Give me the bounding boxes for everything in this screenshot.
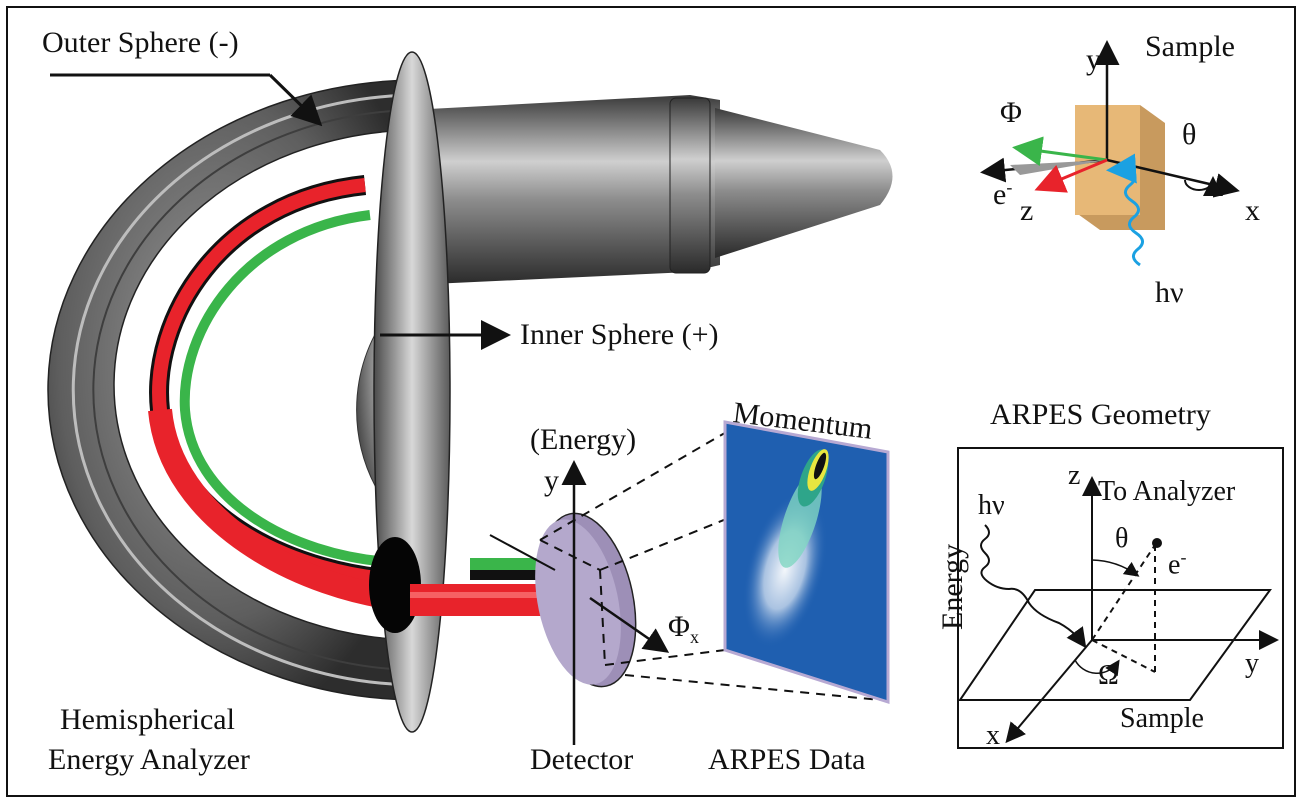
sample-phi-label: Φ <box>1000 96 1022 129</box>
electron-trajectories <box>148 175 600 633</box>
exit-slit <box>369 537 421 633</box>
geo-x-label: x <box>986 720 1000 751</box>
analyzer-label-line2: Energy Analyzer <box>48 743 250 776</box>
outer-sphere-label: Outer Sphere (-) <box>42 26 239 59</box>
phi-x-label: Φx <box>668 610 699 647</box>
arpes-data-panel <box>723 420 890 705</box>
inner-sphere-label: Inner Sphere (+) <box>520 318 719 351</box>
geo-electron-label: e- <box>1168 547 1187 581</box>
figure-frame <box>6 6 1296 797</box>
sample-inset <box>980 40 1240 267</box>
geo-theta-label: θ <box>1115 523 1129 554</box>
photon-icon <box>1106 153 1144 267</box>
geometry-inset <box>957 447 1284 749</box>
energy-axis-label: (Energy) <box>530 423 637 456</box>
detector-y-label: y <box>544 464 559 497</box>
geo-to-analyzer-label: To Analyzer <box>1098 476 1236 507</box>
sample-electron-label: e- <box>993 177 1013 211</box>
sample-y-label: y <box>1086 43 1101 76</box>
sample-title: Sample <box>1145 30 1235 63</box>
electron-dot <box>1152 538 1162 548</box>
analyzer-label-line1: Hemispherical <box>60 703 235 736</box>
rotation-arrow-icon <box>1184 176 1223 197</box>
geo-omega-label: Ω <box>1098 660 1119 691</box>
geo-y-label: y <box>1245 648 1259 679</box>
geo-z-label: z <box>1068 460 1081 491</box>
analyzer-tube <box>410 95 893 285</box>
flange-plate <box>373 51 451 733</box>
photon-wave-icon <box>980 524 1087 649</box>
label-arrows <box>50 73 511 350</box>
sample-hv-label: hν <box>1155 276 1184 309</box>
detector-disk <box>535 512 637 688</box>
sample-z-label: z <box>1020 194 1034 227</box>
detector-label: Detector <box>530 743 634 776</box>
sample-plane <box>958 589 1272 701</box>
sample-theta-label: θ <box>1182 118 1197 151</box>
green-trajectory <box>179 210 391 567</box>
geometry-title: ARPES Geometry <box>990 398 1211 431</box>
geo-hv-label: hν <box>978 490 1005 521</box>
energy-vertical-label: Energy <box>936 543 969 630</box>
arpes-data-label: ARPES Data <box>708 743 866 776</box>
sample-x-label: x <box>1245 194 1260 227</box>
geo-sample-label: Sample <box>1120 703 1204 734</box>
